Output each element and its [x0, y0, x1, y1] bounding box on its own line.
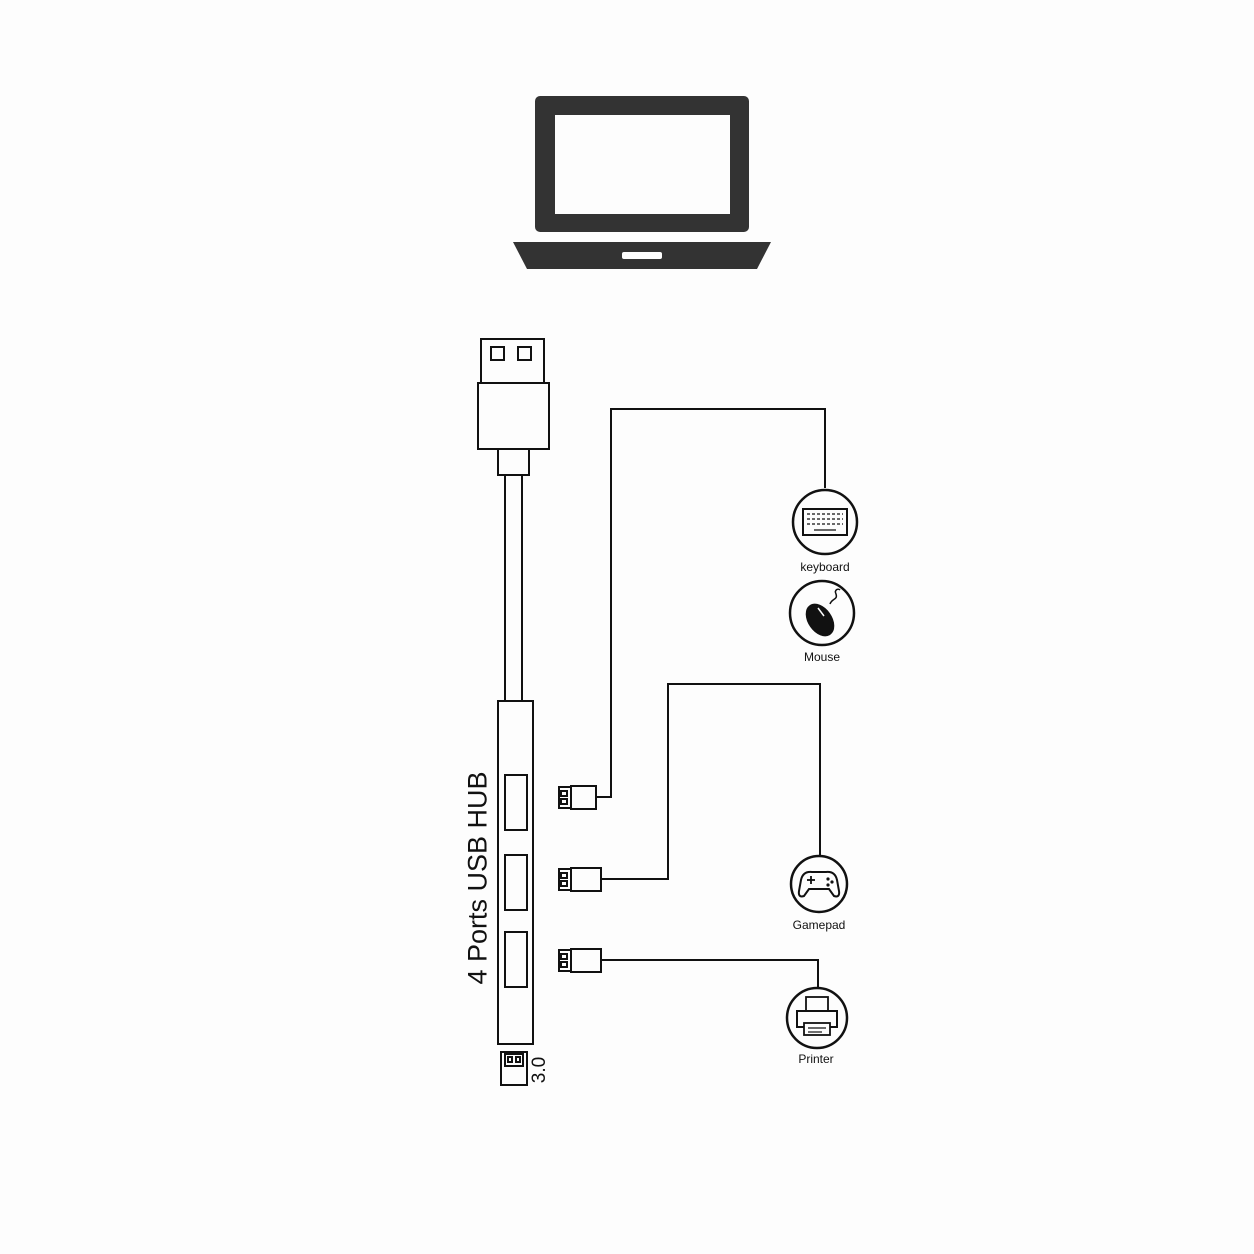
printer-icon: [785, 986, 849, 1050]
keyboard-wire: [603, 408, 826, 798]
gamepad-icon: [789, 854, 849, 914]
usb-version-label: 3.0: [529, 1056, 550, 1084]
device-label-mouse: Mouse: [803, 650, 841, 664]
hub-cable: [504, 475, 523, 701]
device-label-keyboard: keyboard: [800, 560, 850, 574]
hub-title: 4 Ports USB HUB: [462, 771, 493, 985]
usb-hub-body: [497, 700, 534, 1045]
port-plug-icon: [558, 948, 602, 973]
mouse-icon: [788, 579, 856, 647]
device-label-printer: Printer: [798, 1052, 834, 1066]
keyboard-icon: [791, 488, 859, 556]
port-plug-icon: [558, 785, 603, 810]
printer-wire: [601, 959, 819, 988]
port-plug-icon: [558, 867, 602, 892]
laptop-icon: [513, 96, 771, 269]
usb-version-icon: [500, 1051, 528, 1086]
device-label-gamepad: Gamepad: [792, 918, 846, 932]
usb-plug-icon: [477, 338, 550, 476]
gamepad-wire: [601, 683, 821, 880]
